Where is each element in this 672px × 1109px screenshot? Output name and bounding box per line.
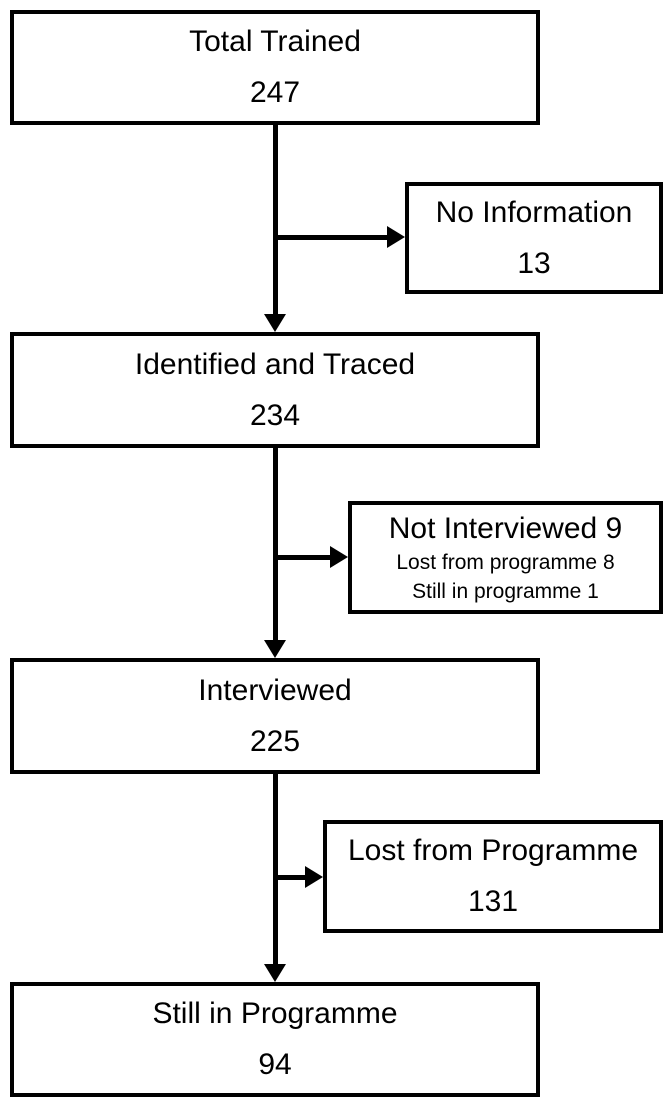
arrowhead-right-icon xyxy=(387,226,405,248)
node-label: Total Trained xyxy=(189,25,361,58)
node-no-information: No Information 13 xyxy=(405,182,663,294)
node-value: 13 xyxy=(517,246,551,280)
node-total-trained: Total Trained 247 xyxy=(10,10,540,125)
node-heading: Not Interviewed 9 xyxy=(388,511,623,545)
node-still-in-programme: Still in Programme 94 xyxy=(10,982,540,1097)
node-value: 131 xyxy=(467,885,519,918)
node-label: Interviewed xyxy=(198,673,352,707)
node-value: 94 xyxy=(258,1048,292,1081)
node-detail: Still in programme 1 xyxy=(412,579,599,603)
node-not-interviewed: Not Interviewed 9 Lost from programme 8 … xyxy=(348,501,663,614)
node-label: Lost from Programme xyxy=(347,834,639,867)
arrowhead-down-icon xyxy=(264,964,286,982)
branch-to-no-information xyxy=(275,235,387,240)
node-label: No Information xyxy=(435,195,633,229)
connector-identified-to-interviewed xyxy=(273,448,278,640)
node-value: 234 xyxy=(249,398,301,432)
node-label: Still in Programme xyxy=(152,997,398,1030)
connector-total-to-identified xyxy=(273,125,278,314)
arrowhead-right-icon xyxy=(330,546,348,568)
node-value: 225 xyxy=(249,724,301,758)
arrowhead-right-icon xyxy=(305,866,323,888)
node-detail: Lost from programme 8 xyxy=(396,550,615,574)
branch-to-not-interviewed xyxy=(275,555,330,560)
node-label: Identified and Traced xyxy=(134,347,416,381)
branch-to-lost-from-programme xyxy=(275,875,305,880)
arrowhead-down-icon xyxy=(264,640,286,658)
node-interviewed: Interviewed 225 xyxy=(10,658,540,774)
connector-interviewed-to-still xyxy=(273,774,278,964)
node-lost-from-programme: Lost from Programme 131 xyxy=(323,820,663,933)
node-value: 247 xyxy=(249,76,301,109)
node-identified-and-traced: Identified and Traced 234 xyxy=(10,332,540,448)
arrowhead-down-icon xyxy=(264,314,286,332)
